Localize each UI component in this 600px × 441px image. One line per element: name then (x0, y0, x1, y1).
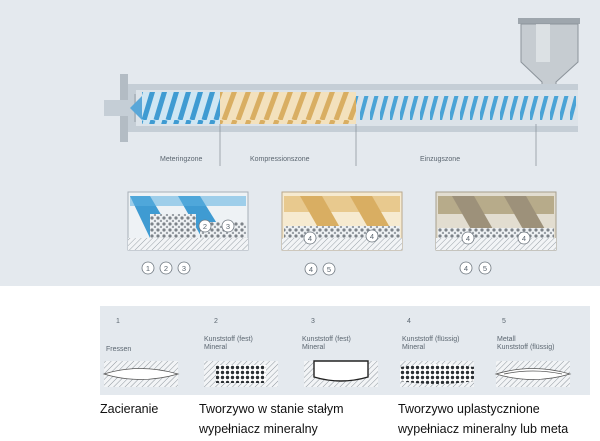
screw-compression (220, 92, 356, 124)
caption-galling: Zacieranie (100, 402, 159, 416)
hopper (518, 18, 580, 91)
badge-d1-inner-b: 3 (226, 222, 230, 231)
legend-number-1: 1 (116, 318, 120, 325)
legend-number-3: 3 (311, 318, 315, 325)
legend-number-5: 5 (502, 318, 506, 325)
legend-number-2: 2 (214, 318, 218, 325)
legend-number-4: 4 (407, 318, 411, 325)
legend-drawing-1 (102, 361, 180, 387)
legend-drawing-5 (494, 361, 572, 387)
legend-drawing-3 (304, 360, 378, 387)
zone-label-compression: Kompressionszone (250, 156, 310, 163)
badge-d2-b: 5 (327, 265, 331, 274)
legend-text-1: Fressen (106, 346, 132, 353)
zone-label-feed: Einzugszone (420, 156, 461, 163)
screw-feed (356, 96, 576, 120)
zone-label-metering: Meteringzone (160, 156, 203, 163)
detail-metering (127, 191, 249, 251)
badge-d3-b: 5 (483, 264, 487, 273)
badge-d1-a: 1 (146, 264, 150, 273)
legend-text-4: Kunststoff (flüssig)Mineral (402, 336, 460, 351)
badge-d1-inner-a: 2 (203, 222, 207, 231)
legend-drawing-4 (400, 361, 474, 387)
screw-metering (142, 92, 220, 124)
badge-d2-inner-b: 4 (370, 232, 374, 241)
badge-d2-a: 4 (309, 265, 313, 274)
legend-text-2: Kunststoff (fest)Mineral (204, 336, 253, 351)
badge-d2-inner-a: 4 (308, 234, 312, 243)
legend-text-3: Kunststoff (fest)Mineral (302, 336, 351, 351)
badge-d1-c: 3 (182, 264, 186, 273)
detail-feed (435, 191, 557, 251)
badge-d1-b: 2 (164, 264, 168, 273)
detail-compression (281, 191, 403, 251)
legend-drawings (102, 360, 572, 387)
badge-d3-inner-a: 4 (466, 234, 470, 243)
badge-d3-inner-b: 4 (522, 234, 526, 243)
legend-drawing-2 (204, 361, 278, 387)
extruder-diagram: 2 3 1 2 3 4 4 4 5 4 4 4 5 (104, 18, 580, 276)
badge-d3-a: 4 (464, 264, 468, 273)
